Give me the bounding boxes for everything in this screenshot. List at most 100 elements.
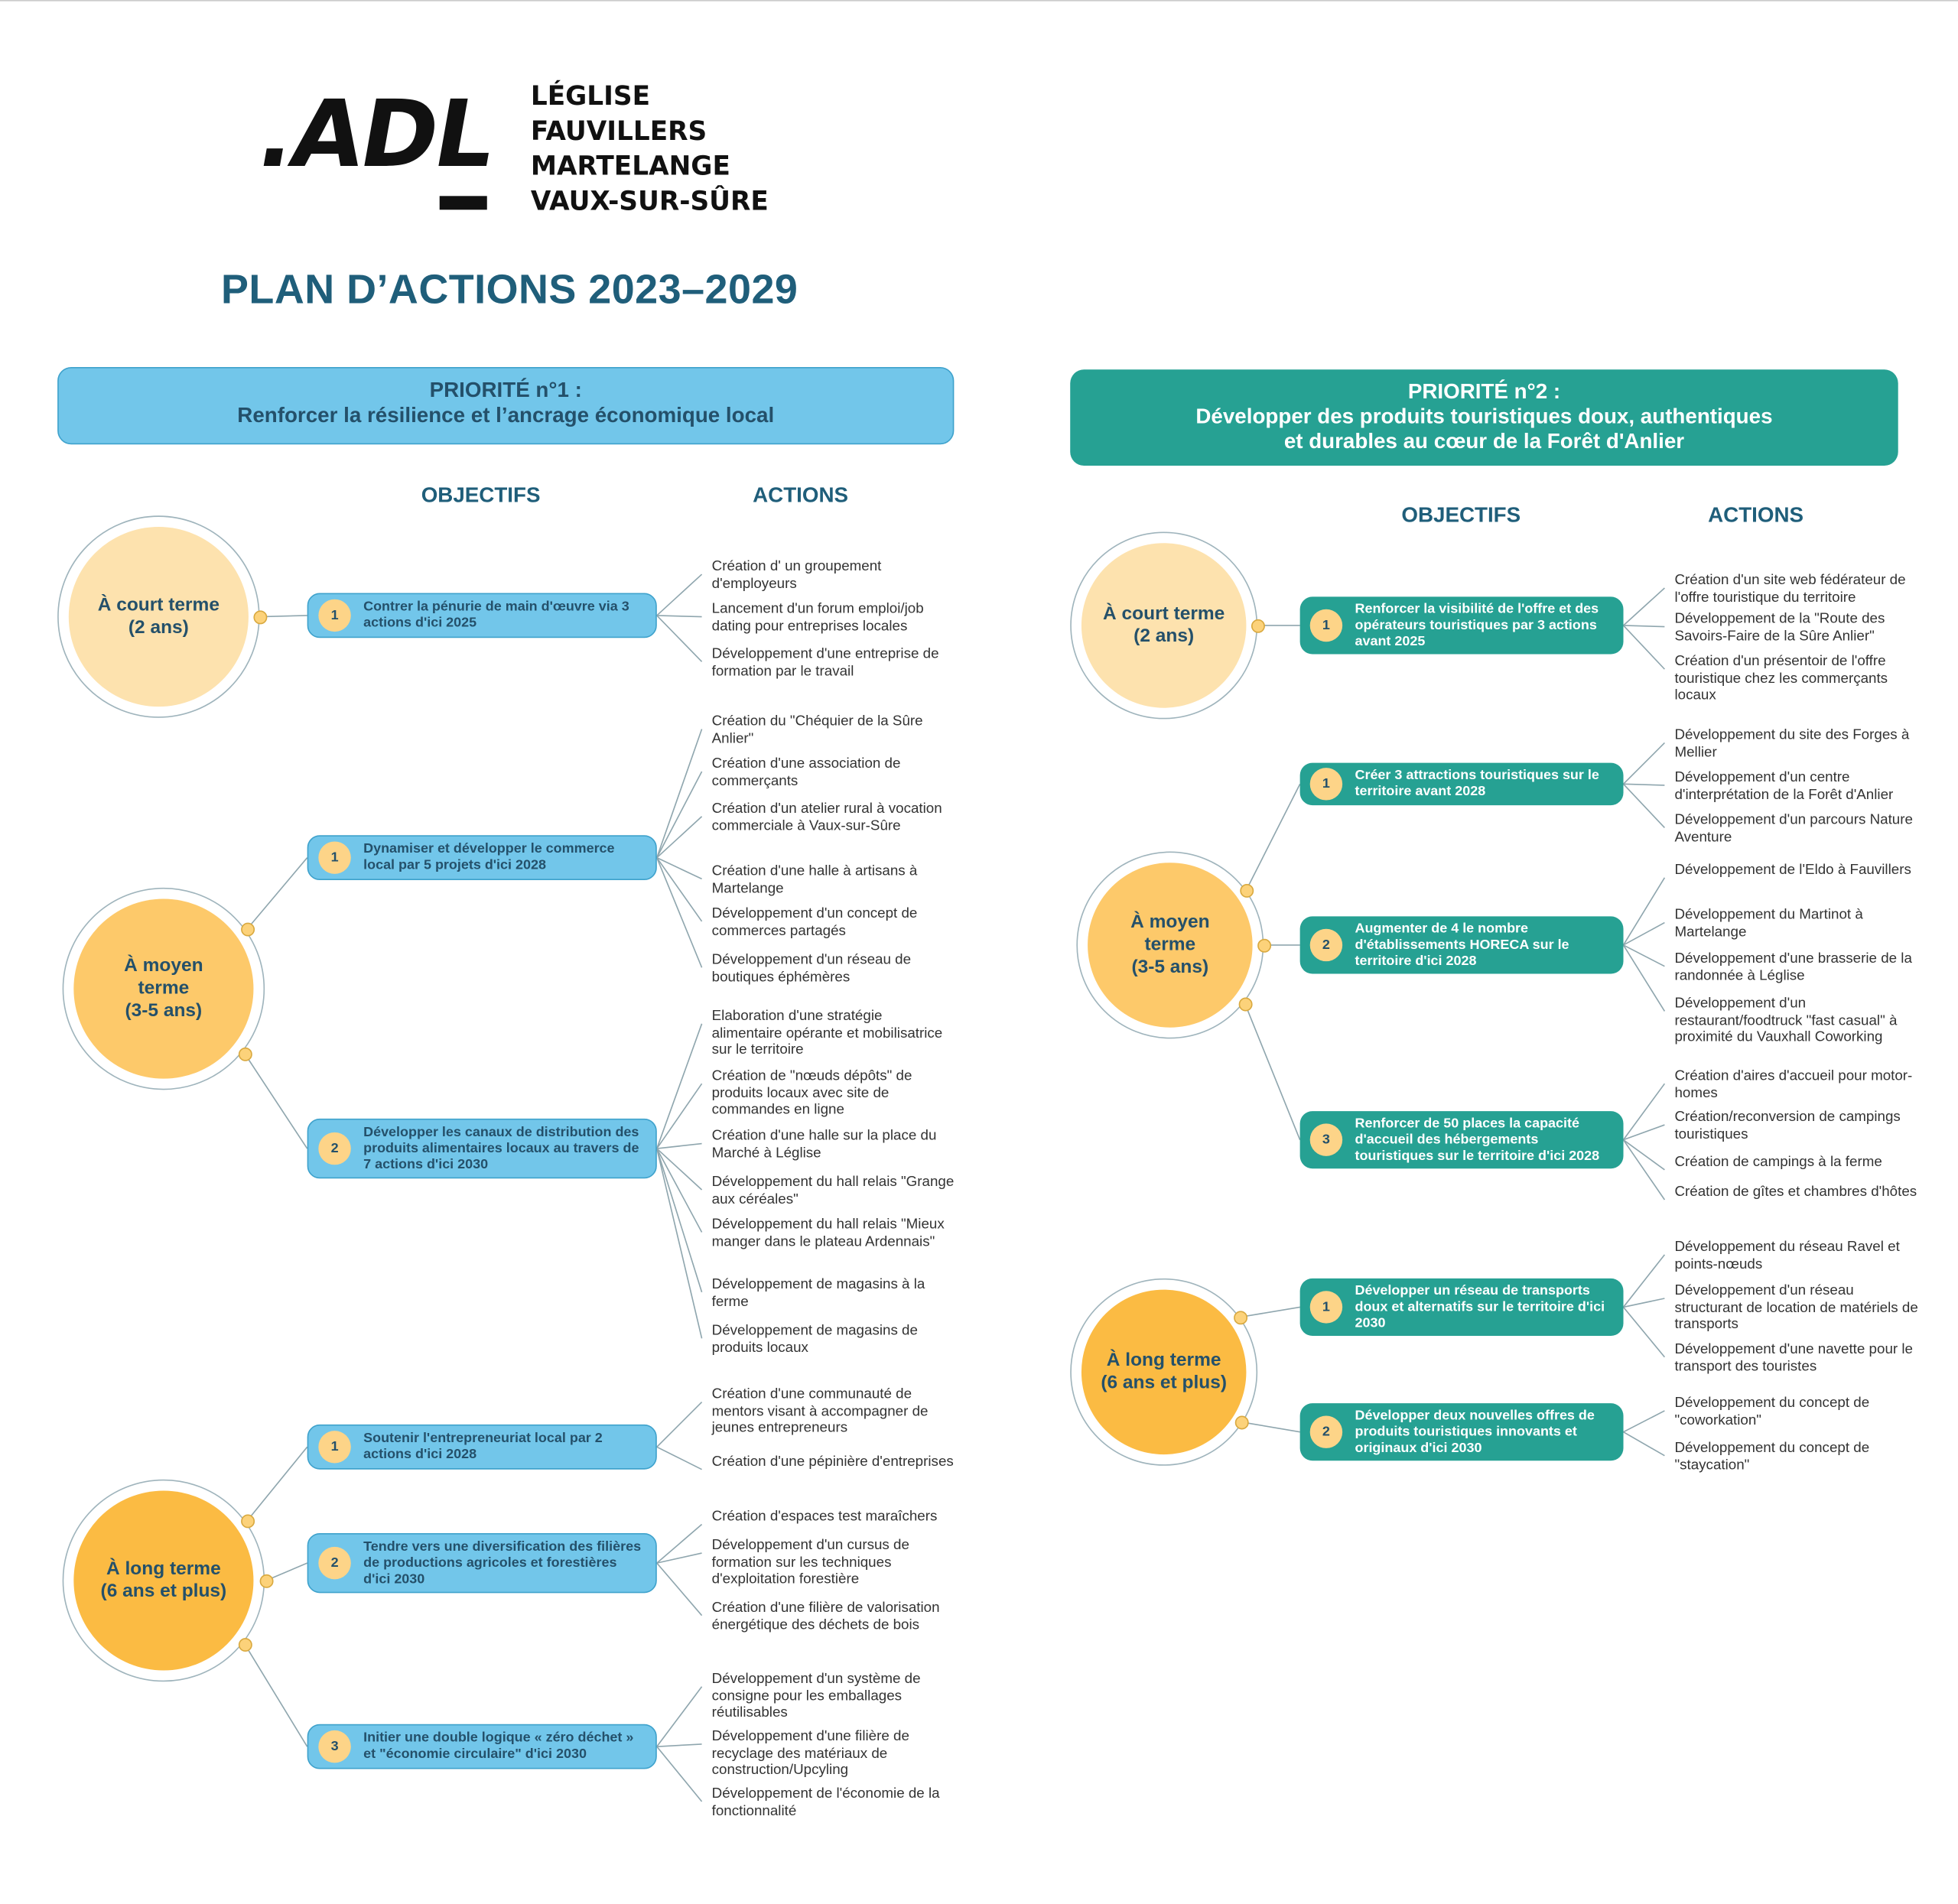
action-item: Création de campings à la ferme (1674, 1155, 1882, 1170)
objective-pill: 3 Initier une double logique « zéro déche… (307, 1724, 657, 1769)
priority-1-banner: PRIORITÉ n°1 : Renforcer la résilience e… (57, 367, 955, 445)
action-item: Développement d'un centre d'interprétati… (1674, 770, 1894, 803)
objectives-header: OBJECTIFS (1401, 502, 1521, 527)
connector-line (656, 1401, 703, 1447)
connector-line (656, 1523, 703, 1564)
connector-line (656, 816, 703, 859)
connector-line (1622, 1083, 1666, 1141)
action-item: Création d' un groupement d'employeurs (711, 559, 882, 592)
connector-line (244, 1643, 308, 1747)
term-circle: À court terme(2 ans) (1070, 531, 1258, 720)
priority-2-banner: PRIORITÉ n°2 : Développer des produits t… (1070, 369, 1898, 466)
connector-line (246, 857, 308, 930)
action-item: Développement d'un réseau structurant de… (1674, 1283, 1918, 1333)
actions-header: ACTIONS (753, 482, 849, 507)
objective-text: Créer 3 attractions touristiques sur le … (1355, 768, 1599, 799)
connector-line (656, 1148, 703, 1191)
action-item: Développement d'une navette pour le tran… (1674, 1342, 1913, 1374)
connector-line (656, 729, 703, 858)
objective-text: Développer un réseau de transports doux … (1355, 1282, 1605, 1331)
connector-dot (253, 610, 268, 625)
action-item: Développement d'un système de consigne p… (711, 1672, 921, 1720)
connector-dot (241, 1514, 255, 1529)
connector-dot (238, 1638, 252, 1652)
connector-dot (259, 1574, 274, 1588)
connector-line (1622, 877, 1666, 946)
objective-text: Renforcer la visibilité de l'offre et de… (1355, 601, 1599, 649)
connector-line (656, 573, 703, 616)
action-item: Développement du concept de "staycation" (1674, 1441, 1870, 1473)
connector-line (1241, 1421, 1300, 1433)
term-label-line: terme (138, 977, 190, 999)
action-item: Développement d'un parcours Nature Avent… (1674, 812, 1913, 845)
connector-line (1623, 625, 1665, 628)
action-item: Création d'une communauté de mentors vis… (711, 1386, 929, 1436)
connector-line (656, 1743, 702, 1747)
connector-dot (1257, 938, 1272, 953)
connector-line (656, 1446, 702, 1470)
connector-dot (1234, 1311, 1248, 1325)
connector-line (656, 1083, 703, 1149)
term-label-line: À long terme (1106, 1349, 1221, 1371)
connector-line (656, 1148, 703, 1293)
connector-dot (1238, 997, 1253, 1012)
connector-line (1244, 1003, 1301, 1140)
objective-text: Augmenter de 4 le nombre d'établissement… (1355, 921, 1569, 969)
objective-text: Développer deux nouvelles offres de prod… (1355, 1407, 1595, 1455)
term-label-line: (2 ans) (1133, 625, 1195, 647)
action-item: Développement d'un concept de commerces … (711, 906, 918, 938)
connector-line (1245, 783, 1301, 891)
connector-line (1623, 1410, 1665, 1433)
term-label: À court terme(2 ans) (68, 526, 249, 707)
connector-line (1622, 1139, 1666, 1201)
action-item: Développement d'un restaurant/foodtruck … (1674, 996, 1898, 1045)
action-item: Développement du concept de "coworkation… (1674, 1396, 1870, 1428)
action-item: Création d'une association de commerçant… (711, 756, 901, 789)
objective-number-badge: 1 (318, 841, 351, 874)
action-item: Développement du hall relais "Mieux mang… (711, 1217, 945, 1249)
connector-line (1622, 944, 1666, 1012)
action-item: Développement de magasins de produits lo… (711, 1323, 918, 1356)
term-circle: À court terme(2 ans) (57, 515, 260, 718)
town: VAUX-SUR-SÛRE (530, 186, 769, 216)
town: FAUVILLERS (530, 115, 707, 147)
town: LÉGLISE (530, 81, 651, 112)
connector-line (1622, 625, 1665, 670)
term-label-line: À moyen (124, 955, 203, 976)
connector-line (656, 857, 703, 968)
connector-line (656, 1686, 703, 1747)
action-item: Elaboration d'une stratégie alimentaire … (711, 1009, 943, 1058)
connector-dot (241, 922, 255, 937)
action-item: Création d'un atelier rural à vocation c… (711, 801, 942, 833)
term-label-line: (3-5 ans) (1131, 956, 1209, 978)
objective-text: Initier une double logique « zéro déchet… (363, 1730, 634, 1762)
objective-number-badge: 3 (318, 1730, 351, 1763)
connector-line (1622, 742, 1665, 785)
priority-subtitle: et durables au cœur de la Forêt d'Anlier (1283, 429, 1685, 453)
priority-label: PRIORITÉ n°2 : (1407, 379, 1561, 404)
connector-dot (1234, 1415, 1249, 1430)
action-item: Création d'un présentoir de l'offre tour… (1674, 654, 1888, 703)
term-label-wrap: À court terme(2 ans) (1103, 603, 1225, 648)
term-label-line: À long terme (106, 1558, 221, 1580)
connector-line (656, 1552, 702, 1564)
connector-line (656, 1562, 703, 1616)
connector-dot (238, 1047, 252, 1061)
objective-text: Dynamiser et développer le commerce loca… (363, 841, 615, 873)
term-label-line: À court terme (1103, 603, 1225, 625)
connector-line (1622, 587, 1665, 626)
term-label: À long terme(6 ans et plus) (1081, 1289, 1247, 1455)
action-item: Création d'une pépinière d'entreprises (711, 1454, 954, 1470)
action-item: Développement du hall relais "Grange aux… (711, 1175, 955, 1207)
connector-line (656, 1746, 703, 1802)
actions-header: ACTIONS (1708, 502, 1804, 527)
action-item: Création/reconversion de campings touris… (1674, 1110, 1901, 1142)
connector-line (656, 1142, 702, 1149)
